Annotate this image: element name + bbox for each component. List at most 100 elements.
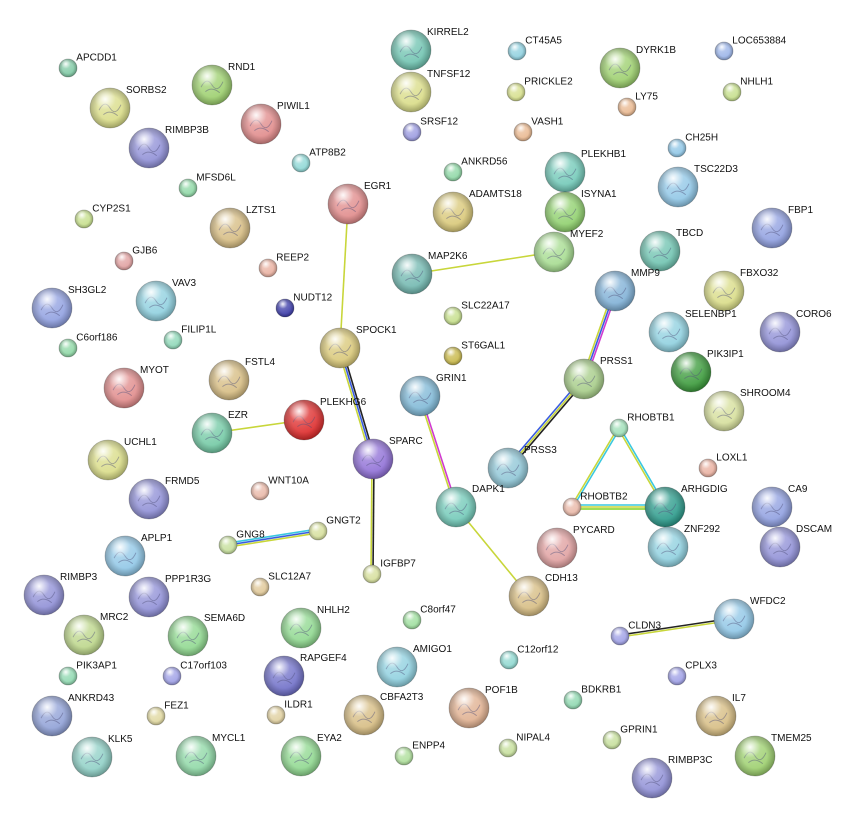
node-gprin1[interactable]: GPRIN1 (602, 725, 658, 750)
node-znf292[interactable]: ZNF292 (647, 524, 721, 568)
node-lzts1[interactable]: LZTS1 (209, 205, 276, 249)
node-cldn3[interactable]: CLDN3 (610, 621, 662, 646)
node-tsc22d3[interactable]: TSC22D3 (657, 164, 738, 208)
node-cdh13[interactable]: CDH13 (508, 573, 578, 617)
node-wfdc2[interactable]: WFDC2 (713, 596, 786, 640)
node-nhlh2[interactable]: NHLH2 (280, 605, 350, 649)
node-enpp4[interactable]: ENPP4 (394, 741, 446, 766)
node-coro6[interactable]: CORO6 (759, 309, 832, 353)
node-eya2[interactable]: EYA2 (280, 733, 342, 777)
node-dscam[interactable]: DSCAM (759, 524, 832, 568)
node-slc22a17[interactable]: SLC22A17 (443, 301, 510, 326)
node-nudt12[interactable]: NUDT12 (275, 293, 333, 318)
node-bdkrb1[interactable]: BDKRB1 (563, 685, 622, 710)
node-reep2[interactable]: REEP2 (258, 253, 310, 278)
node-ankrd56[interactable]: ANKRD56 (443, 157, 508, 182)
node-sparc[interactable]: SPARC (352, 436, 423, 480)
node-isyna1[interactable]: ISYNA1 (544, 189, 617, 233)
node-uchl1[interactable]: UCHL1 (87, 437, 157, 481)
node-mmp9[interactable]: MMP9 (594, 268, 660, 312)
node-loc653884[interactable]: LOC653884 (714, 36, 787, 61)
node-apcdd1[interactable]: APCDD1 (58, 53, 117, 78)
node-vav3[interactable]: VAV3 (135, 278, 197, 322)
node-tbcd[interactable]: TBCD (639, 228, 703, 272)
node-c17orf103[interactable]: C17orf103 (162, 661, 227, 686)
node-mfsd6l[interactable]: MFSD6L (178, 173, 236, 198)
node-tmem25[interactable]: TMEM25 (734, 733, 812, 777)
node-rhobtb1[interactable]: RHOBTB1 (609, 413, 675, 438)
node-prickle2[interactable]: PRICKLE2 (506, 77, 573, 102)
node-myef2[interactable]: MYEF2 (533, 229, 604, 273)
node-ankrd43[interactable]: ANKRD43 (31, 693, 115, 737)
node-gngt2[interactable]: GNGT2 (308, 516, 361, 541)
node-selenbp1[interactable]: SELENBP1 (648, 309, 737, 353)
node-cbfa2t3[interactable]: CBFA2T3 (343, 692, 424, 736)
node-rnd1[interactable]: RND1 (191, 62, 256, 106)
node-ezr[interactable]: EZR (191, 410, 248, 454)
node-rapgef4[interactable]: RAPGEF4 (263, 653, 347, 697)
node-tnfsf12[interactable]: TNFSF12 (390, 69, 471, 113)
node-sorbs2[interactable]: SORBS2 (89, 85, 167, 129)
node-fez1[interactable]: FEZ1 (146, 701, 189, 726)
node-fstl4[interactable]: FSTL4 (208, 357, 275, 401)
node-rimbp3b[interactable]: RIMBP3B (128, 125, 209, 169)
node-sh3gl2[interactable]: SH3GL2 (31, 285, 107, 329)
node-ct45a5[interactable]: CT45A5 (507, 36, 562, 61)
node-aplp1[interactable]: APLP1 (104, 533, 173, 577)
node-prss1[interactable]: PRSS1 (563, 356, 633, 400)
node-rimbp3[interactable]: RIMBP3 (23, 572, 98, 616)
node-pof1b[interactable]: POF1B (448, 685, 518, 729)
node-pycard[interactable]: PYCARD (536, 525, 615, 569)
node-egr1[interactable]: EGR1 (327, 181, 392, 225)
node-st6gal1[interactable]: ST6GAL1 (443, 341, 506, 366)
node-srsf12[interactable]: SRSF12 (402, 117, 459, 142)
node-nhlh1[interactable]: NHLH1 (722, 77, 774, 102)
node-adamts18[interactable]: ADAMTS18 (432, 189, 522, 233)
node-spock1[interactable]: SPOCK1 (319, 325, 397, 369)
node-c8orf47[interactable]: C8orf47 (402, 605, 456, 630)
node-fbxo32[interactable]: FBXO32 (703, 268, 779, 312)
node-vash1[interactable]: VASH1 (513, 117, 564, 142)
node-cplx3[interactable]: CPLX3 (667, 661, 717, 686)
node-ppp1r3g[interactable]: PPP1R3G (128, 574, 211, 618)
node-c12orf12[interactable]: C12orf12 (499, 645, 559, 670)
node-fbp1[interactable]: FBP1 (751, 205, 813, 249)
node-c6orf186[interactable]: C6orf186 (58, 333, 118, 358)
node-frmd5[interactable]: FRMD5 (128, 476, 200, 520)
node-sema6d[interactable]: SEMA6D (167, 613, 245, 657)
node-nipal4[interactable]: NIPAL4 (498, 733, 550, 758)
node-slc12a7[interactable]: SLC12A7 (250, 572, 312, 597)
node-prss3[interactable]: PRSS3 (487, 445, 557, 489)
node-amigo1[interactable]: AMIGO1 (376, 644, 452, 688)
node-map2k6[interactable]: MAP2K6 (391, 251, 468, 295)
node-grin1[interactable]: GRIN1 (399, 373, 467, 417)
node-myot[interactable]: MYOT (103, 365, 169, 409)
node-loxl1[interactable]: LOXL1 (698, 453, 748, 478)
node-wnt10a[interactable]: WNT10A (250, 476, 309, 501)
node-rhobtb2[interactable]: RHOBTB2 (562, 492, 628, 517)
node-dyrk1b[interactable]: DYRK1B (599, 45, 676, 89)
node-shroom4[interactable]: SHROOM4 (703, 388, 791, 432)
node-cyp2s1[interactable]: CYP2S1 (74, 204, 131, 229)
node-plekhg6[interactable]: PLEKHG6 (283, 397, 367, 441)
node-atp8b2[interactable]: ATP8B2 (291, 148, 346, 173)
node-ca9[interactable]: CA9 (751, 484, 808, 528)
node-kirrel2[interactable]: KIRREL2 (390, 27, 469, 71)
node-piwil1[interactable]: PIWIL1 (240, 101, 310, 145)
node-klk5[interactable]: KLK5 (71, 734, 133, 778)
node-filip1l[interactable]: FILIP1L (163, 325, 217, 350)
node-pik3ap1[interactable]: PIK3AP1 (58, 661, 117, 686)
node-arhgdig[interactable]: ARHGDIG (644, 484, 728, 528)
node-gjb6[interactable]: GJB6 (114, 246, 158, 271)
node-ly75[interactable]: LY75 (617, 92, 658, 117)
node-igfbp7[interactable]: IGFBP7 (362, 559, 416, 584)
node-dapk1[interactable]: DAPK1 (435, 484, 505, 528)
node-plekhb1[interactable]: PLEKHB1 (544, 149, 626, 193)
node-mrc2[interactable]: MRC2 (63, 612, 129, 656)
node-ildr1[interactable]: ILDR1 (266, 700, 313, 725)
node-gng8[interactable]: GNG8 (218, 530, 265, 555)
node-mycl1[interactable]: MYCL1 (175, 733, 246, 777)
node-pik3ip1[interactable]: PIK3IP1 (670, 349, 744, 393)
node-ch25h[interactable]: CH25H (667, 133, 718, 158)
node-rimbp3c[interactable]: RIMBP3C (631, 755, 712, 799)
